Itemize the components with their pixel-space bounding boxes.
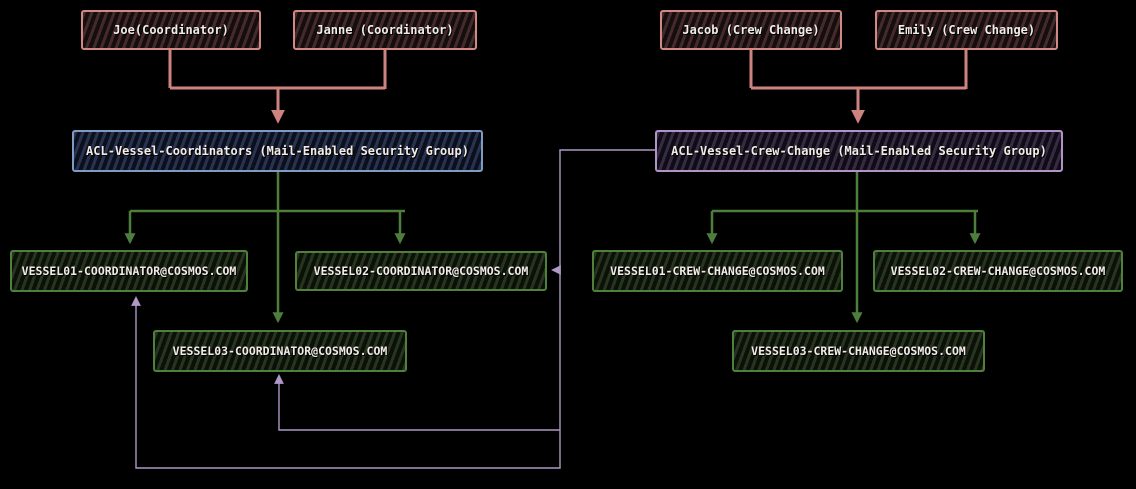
edge-coordinators-group-to-mailboxes bbox=[124, 172, 406, 324]
node-mailbox-vessel01-crew-change: VESSEL01-CREW-CHANGE@COSMOS.COM bbox=[592, 250, 843, 292]
node-mailbox-vessel03-coordinator: VESSEL03-COORDINATOR@COSMOS.COM bbox=[153, 330, 407, 372]
node-mailbox-vessel01-coordinator: VESSEL01-COORDINATOR@COSMOS.COM bbox=[10, 250, 248, 292]
edge-crew-change-users-to-group bbox=[749, 50, 968, 124]
node-user-janne: Janne (Coordinator) bbox=[293, 10, 477, 50]
edge-crew-change-group-to-mailboxes bbox=[706, 172, 981, 324]
edge-coordinator-users-to-group bbox=[168, 50, 387, 124]
node-group-acl-vessel-crew-change: ACL-Vessel-Crew-Change (Mail-Enabled Sec… bbox=[655, 130, 1063, 172]
node-mailbox-vessel03-crew-change: VESSEL03-CREW-CHANGE@COSMOS.COM bbox=[732, 330, 985, 372]
edge-crew-change-group-to-coordinator-mailboxes bbox=[131, 149, 655, 469]
node-mailbox-vessel02-coordinator: VESSEL02-COORDINATOR@COSMOS.COM bbox=[295, 251, 547, 291]
node-mailbox-vessel02-crew-change: VESSEL02-CREW-CHANGE@COSMOS.COM bbox=[873, 250, 1123, 292]
node-user-emily: Emily (Crew Change) bbox=[875, 10, 1058, 50]
node-user-jacob: Jacob (Crew Change) bbox=[660, 10, 842, 50]
node-group-acl-vessel-coordinators: ACL-Vessel-Coordinators (Mail-Enabled Se… bbox=[72, 130, 483, 172]
node-user-joe: Joe(Coordinator) bbox=[81, 10, 261, 50]
